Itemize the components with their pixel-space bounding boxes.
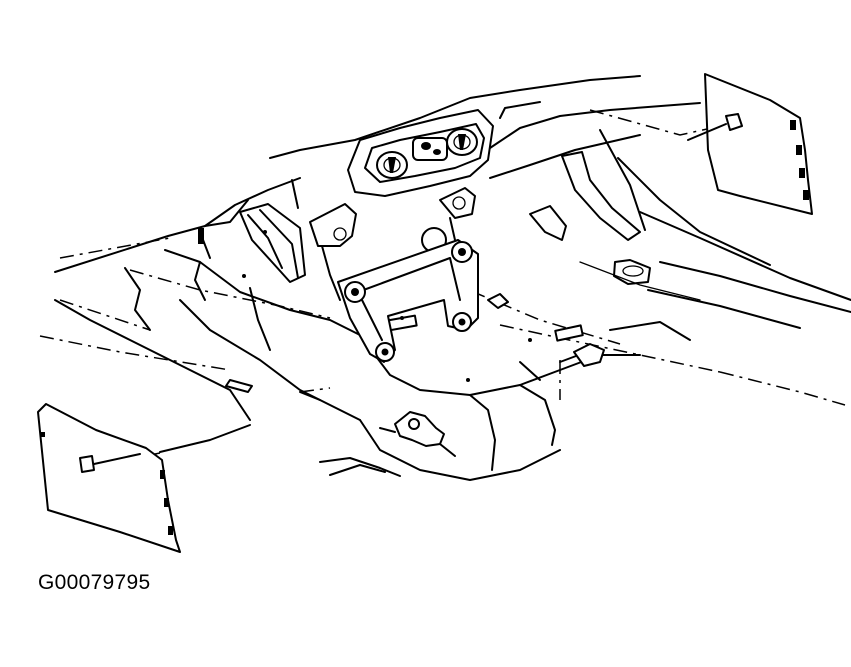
right-footwell: [487, 151, 651, 309]
wiring-connectors: [379, 343, 605, 457]
left-footwell: [198, 179, 306, 283]
center-mounting-bracket: [242, 187, 532, 382]
right-kick-panel: [687, 73, 813, 215]
dashboard-outline: [54, 75, 851, 329]
left-kick-panel: [37, 403, 181, 553]
climate-control-panel: [347, 109, 494, 197]
floor-tunnel: [164, 249, 641, 481]
floor-pan-edge: [54, 267, 691, 453]
figure-id-label: G00079795: [38, 571, 151, 594]
